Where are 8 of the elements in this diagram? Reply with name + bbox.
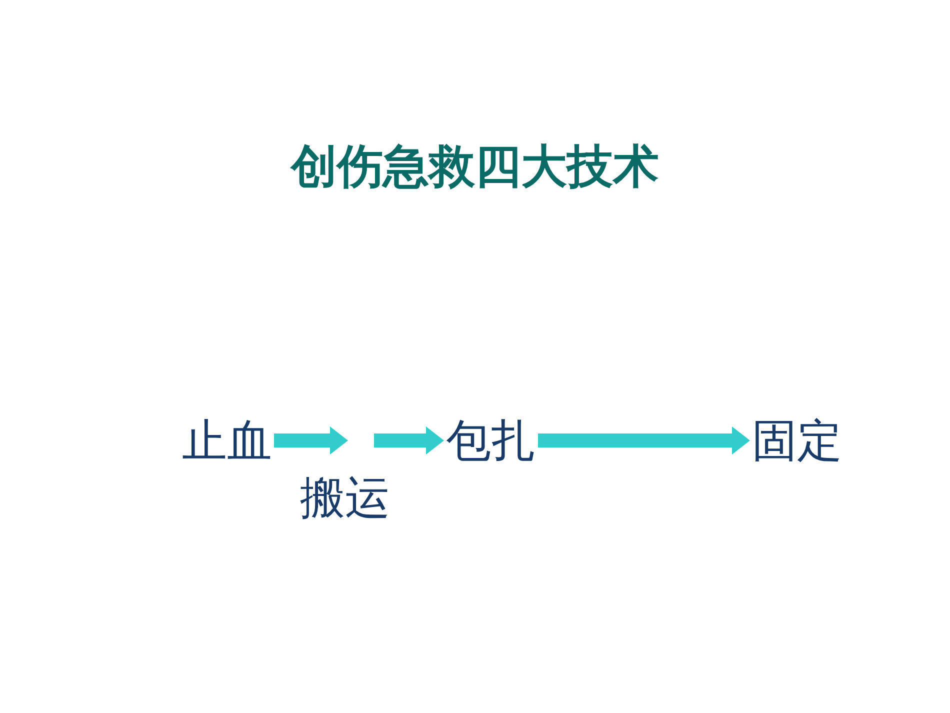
- step-text: 搬运: [300, 475, 390, 520]
- step-text: 包扎: [446, 418, 536, 463]
- step-text: 固定: [752, 418, 842, 463]
- title: 创伤急救四大技术: [291, 143, 659, 189]
- arrow: [538, 426, 750, 454]
- step-text: 止血: [182, 418, 272, 463]
- arrow: [274, 426, 348, 454]
- arrow: [374, 426, 444, 454]
